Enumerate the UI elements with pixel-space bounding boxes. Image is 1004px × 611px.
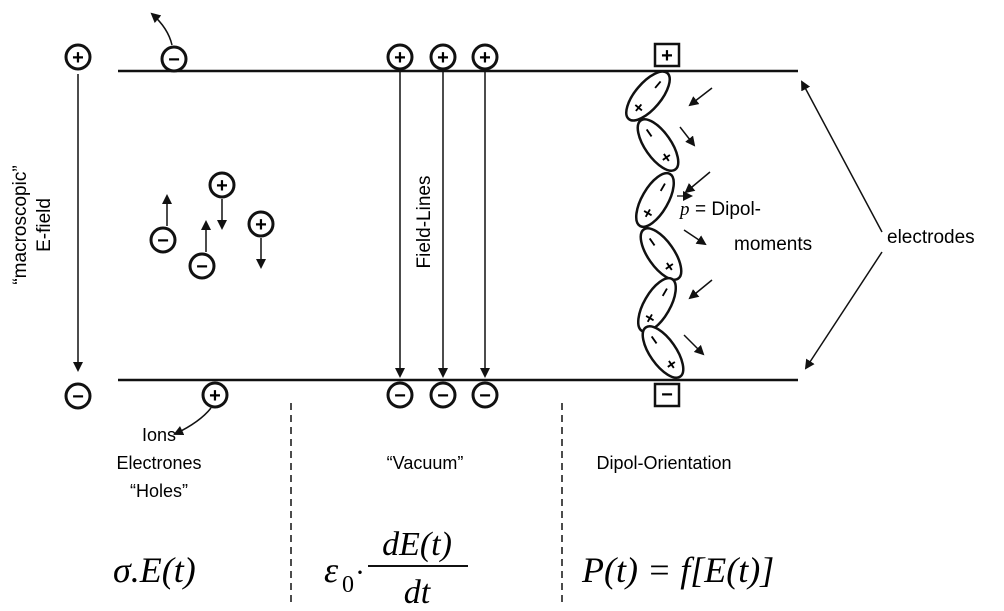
hole-escape-arrow [173,407,212,436]
svg-text:dt: dt [404,574,432,611]
charge-plus-top-left: + [64,43,92,71]
dipole-chain: + − − + + − − + + − − + [625,70,685,379]
dipole-1: + − [625,70,671,122]
holes-label: “Holes” [130,481,188,501]
mobile-ion-plus-2: + [247,210,275,238]
svg-text:moments: moments [734,234,812,255]
electrones-label: Electrones [116,453,201,473]
displacement-formula: ε 0 · dE(t) dt [324,526,468,611]
electrodes-arrow-bottom [804,251,883,370]
conduction-formula: σ.E(t) [113,550,196,590]
svg-text:+: + [479,47,491,69]
charge-minus-bottom-left: − [64,382,92,410]
dipole-3: + − [634,171,676,229]
svg-text:+: + [394,47,406,69]
svg-text:p: p [678,199,690,220]
svg-text:+: + [255,214,267,236]
svg-text:+: + [72,47,84,69]
ions-label: Ions [142,425,176,445]
svg-text:0: 0 [342,572,354,598]
macroscopic-label-line2: E-field [34,198,55,252]
hole-at-bottom-electrode: + [201,381,229,409]
mobile-electron-1: − [149,226,177,254]
svg-text:−: − [437,385,449,407]
mobile-electron-2: − [188,252,216,280]
svg-text:+: + [661,45,673,67]
svg-text:= Dipol-: = Dipol- [695,199,761,220]
electron-escape-arrow [150,12,173,46]
dipole-orientation-label: Dipol-Orientation [596,453,731,473]
svg-text:+: + [437,47,449,69]
electrodes-arrow-top [801,80,883,233]
dipole-moments-label: p = Dipol- moments [677,191,812,255]
field-lines-label: Field-Lines [414,176,435,269]
dipole-4: − + [639,227,683,281]
dipole-6: − + [641,325,685,379]
svg-text:ε: ε [324,550,339,590]
vacuum-charges-bottom: − − − [386,381,499,409]
svg-text:−: − [196,256,208,278]
vacuum-label: “Vacuum” [387,453,464,473]
svg-text:dE(t): dE(t) [382,526,452,563]
svg-text:−: − [168,49,180,71]
svg-text:·: · [355,556,365,589]
electron-at-top-electrode: − [160,45,188,73]
polarization-formula: P(t) = f[E(t)] [581,550,774,590]
dipole-2: − + [636,118,680,172]
svg-text:+: + [216,175,228,197]
dipole-moment-arrows [679,87,713,356]
svg-text:−: − [72,386,84,408]
electrodes-label: electrodes [887,227,975,248]
svg-text:−: − [157,230,169,252]
macroscopic-label-line1: “macroscopic” [10,165,31,284]
svg-text:−: − [661,384,673,406]
svg-text:−: − [479,385,491,407]
mobile-ion-plus-1: + [208,171,236,199]
vacuum-charges-top: + + + [386,43,499,71]
electrode-plus-box: + [653,42,681,68]
svg-text:+: + [209,385,221,407]
svg-text:−: − [394,385,406,407]
electrode-minus-box: − [653,382,681,408]
